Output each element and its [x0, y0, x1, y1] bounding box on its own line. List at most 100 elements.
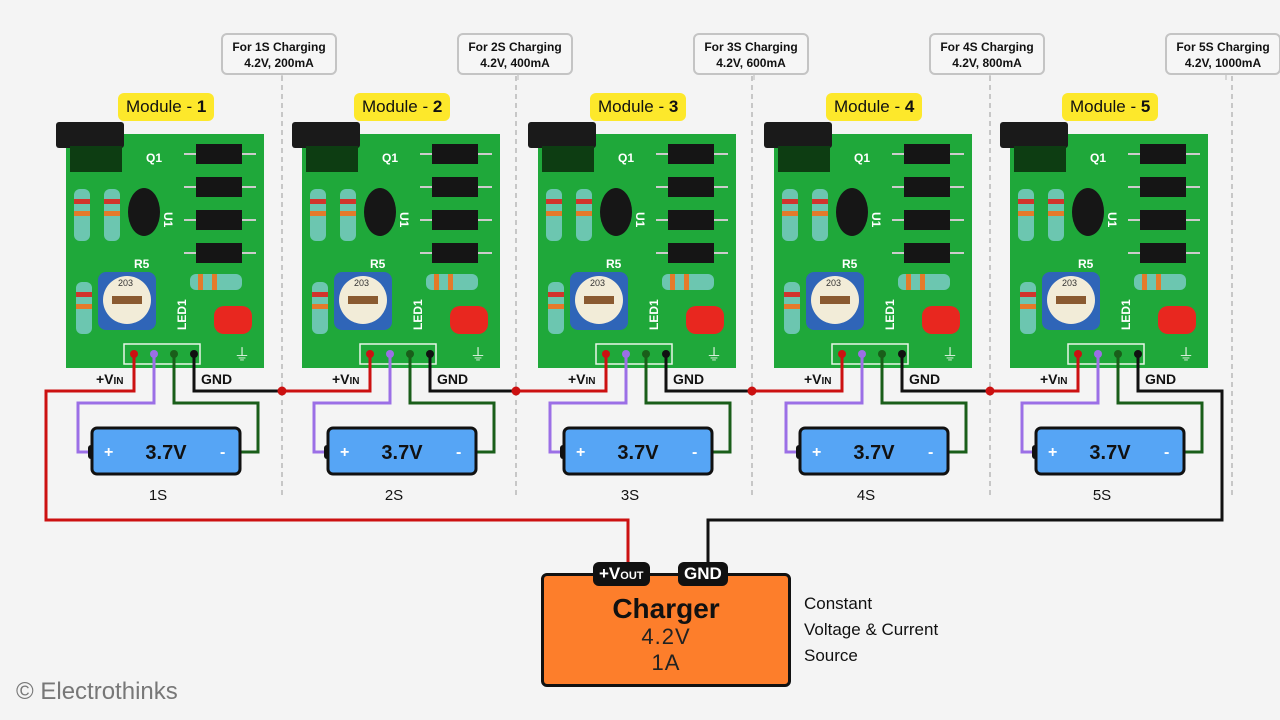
resistor-band: [1048, 199, 1064, 204]
vin-series-wire: [282, 354, 372, 393]
r5-label: R5: [606, 257, 622, 271]
trimmer-code: 203: [826, 278, 841, 288]
battery-negative-wire: [408, 354, 496, 454]
q1-label: Q1: [854, 151, 870, 165]
main-vin-feed-wire: [44, 354, 630, 562]
resistor-band: [448, 274, 453, 290]
led: [686, 306, 724, 334]
led-label: LED1: [411, 299, 425, 330]
led: [922, 306, 960, 334]
gnd-pin-label: GND: [201, 371, 232, 387]
diode: [904, 144, 950, 164]
resistor-band: [312, 292, 328, 297]
pin-dot: [878, 350, 886, 358]
resistor-band: [434, 274, 439, 290]
pin-dot: [858, 350, 866, 358]
plug-logo-icon: ⏚: [234, 346, 250, 364]
u1-label: U1: [633, 212, 647, 228]
vin-series-wire: [516, 354, 608, 393]
module-label-prefix: Module -: [1070, 97, 1141, 116]
module-number: 5: [1140, 97, 1151, 116]
led-label: LED1: [647, 299, 661, 330]
gnd-series-wire: [664, 354, 752, 393]
q1-regulator: [764, 122, 832, 148]
u1-transistor: [128, 188, 160, 236]
resistor-band: [1018, 199, 1034, 204]
battery-negative-wire: [880, 354, 968, 454]
u1-label: U1: [869, 212, 883, 228]
u1-transistor: [836, 188, 868, 236]
led-label: LED1: [883, 299, 897, 330]
gnd-pin-label: GND: [673, 371, 704, 387]
module-label: Module - 3: [590, 93, 687, 121]
plug-logo-icon: ⏚: [942, 346, 958, 364]
sense-wire: [312, 354, 392, 454]
copyright-credit: © Electrothinks: [16, 678, 178, 705]
u1-label: U1: [1105, 212, 1119, 228]
resistor-band: [1018, 211, 1034, 216]
vin-pin-label: +VIN: [96, 371, 124, 387]
module-number: 4: [904, 97, 915, 116]
pin-header: [831, 343, 909, 365]
battery-minus-sign: -: [220, 444, 225, 461]
battery-plus-sign: +: [576, 444, 585, 461]
pin-dot: [642, 350, 650, 358]
series-position-label: 2S: [374, 487, 414, 504]
battery-minus-sign: -: [692, 444, 697, 461]
r5-label: R5: [1078, 257, 1094, 271]
callout-title: For 2S Charging: [468, 40, 562, 54]
diode: [904, 243, 950, 263]
resistor-band: [1020, 292, 1036, 297]
trimmer-slot: [584, 296, 614, 304]
vin-pin-label: +VIN: [1040, 371, 1068, 387]
diode: [432, 210, 478, 230]
callout-spec: 4.2V, 800mA: [952, 56, 1022, 70]
diode: [196, 243, 242, 263]
resistor-band: [782, 211, 798, 216]
callout-title: For 4S Charging: [940, 40, 1034, 54]
vin-series-wire: [752, 354, 844, 393]
q1-regulator: [1000, 122, 1068, 148]
charger-voltage: 4.2V: [641, 624, 691, 649]
series-position-label: 5S: [1082, 487, 1122, 504]
trimmer-code: 203: [118, 278, 133, 288]
diode: [1140, 177, 1186, 197]
q1-body: [1014, 146, 1066, 172]
desc-line-1: Constant: [804, 594, 873, 613]
module-number: 2: [432, 97, 443, 116]
pin-dot: [386, 350, 394, 358]
diode: [1140, 210, 1186, 230]
diode: [668, 210, 714, 230]
battery-minus-sign: -: [456, 444, 461, 461]
series-position-label: 1S: [138, 487, 178, 504]
series-position-label: 4S: [846, 487, 886, 504]
battery-plus-sign: +: [340, 444, 349, 461]
callout-spec: 4.2V, 400mA: [480, 56, 550, 70]
vin-sub: IN: [113, 376, 124, 387]
battery-plus-sign: +: [104, 444, 113, 461]
sense-wire: [1020, 354, 1100, 454]
sense-wire: [548, 354, 628, 454]
pin-dot: [406, 350, 414, 358]
plug-logo-icon: ⏚: [470, 346, 486, 364]
resistor-band: [340, 211, 356, 216]
plug-logo-icon: ⏚: [1178, 346, 1194, 364]
resistor-band: [906, 274, 911, 290]
trimmer-code: 203: [354, 278, 369, 288]
battery-plus-sign: +: [812, 444, 821, 461]
plug-logo-icon: ⏚: [706, 346, 722, 364]
pin-dot: [170, 350, 178, 358]
resistor-band: [1020, 304, 1036, 309]
series-text: 3S: [620, 487, 640, 504]
gnd-pin-label: GND: [1145, 371, 1176, 387]
r5-label: R5: [842, 257, 858, 271]
resistor-band: [76, 292, 92, 297]
series-text: 4S: [856, 487, 876, 504]
module-label: Module - 2: [354, 93, 451, 121]
gnd-series-wire: [192, 354, 282, 393]
diode: [196, 144, 242, 164]
u1-transistor: [600, 188, 632, 236]
